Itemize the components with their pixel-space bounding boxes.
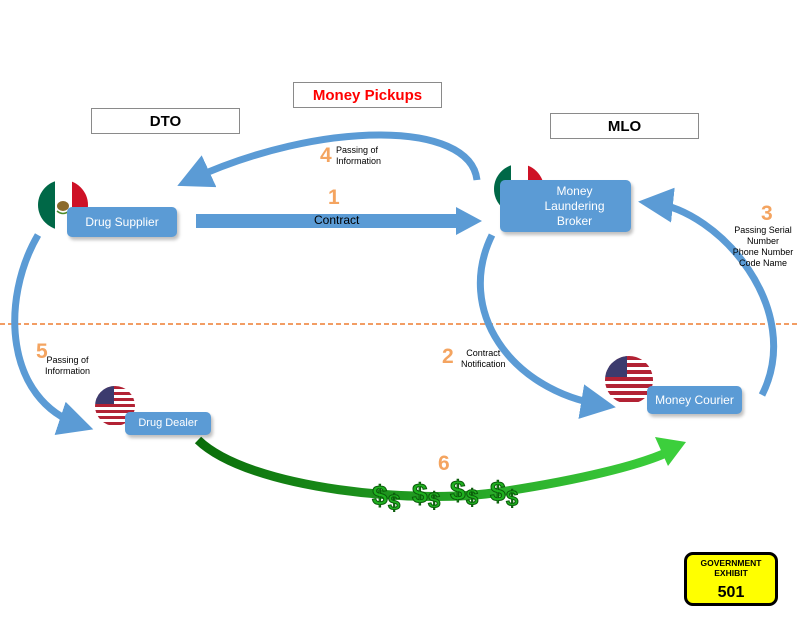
dto-header: DTO [91, 108, 240, 134]
money-icons: $ $ $ $ $ $ $ $ [372, 475, 519, 516]
step-2-number: 2 [442, 345, 454, 368]
step-5-label: Passing of Information [45, 355, 91, 376]
government-exhibit-sticker: GOVERNMENT EXHIBIT 501 [684, 552, 778, 606]
money-laundering-broker-label: Money Laundering Broker [544, 183, 605, 228]
dollar-sign-icon: $ [412, 478, 428, 509]
step-2-label: Contract Notification [461, 348, 506, 369]
drug-dealer-label: Drug Dealer [138, 417, 198, 429]
money-pickups-header: Money Pickups [293, 82, 442, 108]
drug-dealer-node: Drug Dealer [125, 412, 211, 435]
money-flow-arrow [194, 436, 670, 501]
passing-information-top-arrow [177, 131, 481, 188]
dollar-sign-icon: $ [506, 486, 518, 511]
dollar-sign-icon: $ [466, 485, 478, 510]
drug-supplier-label: Drug Supplier [85, 214, 159, 229]
step-3-number: 3 [761, 202, 773, 225]
dollar-sign-icon: $ [372, 480, 388, 511]
dollar-sign-icon: $ [428, 488, 440, 513]
step-1-label: Contract [314, 213, 360, 227]
exhibit-title: GOVERNMENT EXHIBIT [700, 558, 762, 578]
step-5-number: 5 [36, 340, 48, 363]
dollar-sign-icon: $ [388, 490, 400, 515]
step-1-number: 1 [328, 186, 340, 209]
money-courier-node: Money Courier [647, 386, 742, 414]
exhibit-number: 501 [717, 584, 745, 601]
step-4-label: Passing of Information [336, 145, 382, 166]
step-3-label: Passing Serial Number Phone Number Code … [732, 225, 794, 268]
contract-arrow [196, 207, 482, 235]
step-6-number: 6 [438, 452, 450, 475]
money-courier-label: Money Courier [655, 392, 734, 407]
passing-serial-number-arrow [638, 187, 778, 397]
dollar-sign-icon: $ [450, 475, 466, 506]
step-4-number: 4 [320, 144, 332, 167]
money-flow-arrowhead [655, 437, 686, 466]
contract-notification-arrow [476, 233, 616, 419]
mlo-header: MLO [550, 113, 699, 139]
money-laundering-broker-node: Money Laundering Broker [500, 180, 631, 232]
drug-supplier-node: Drug Supplier [67, 207, 177, 237]
dollar-sign-icon: $ [490, 476, 506, 507]
passing-information-left-arrow [11, 233, 94, 435]
usa-flag-icon [605, 356, 653, 404]
